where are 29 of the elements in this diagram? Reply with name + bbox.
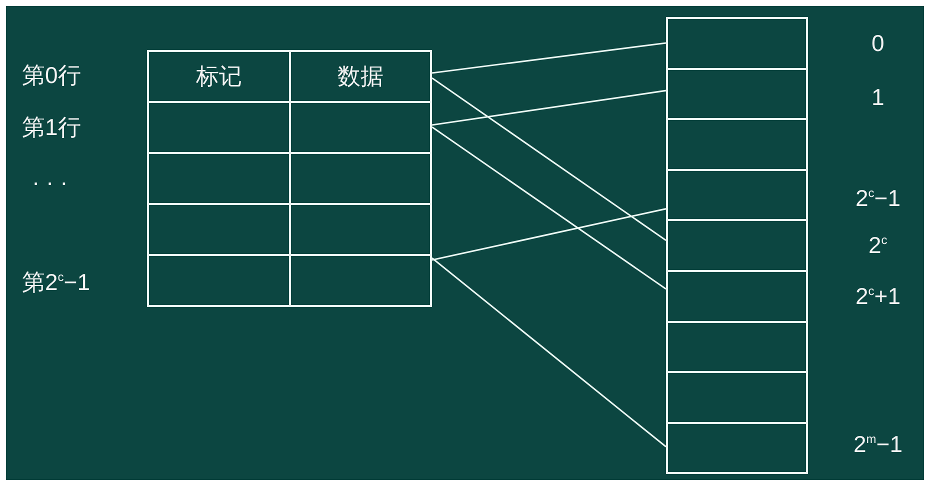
memory-block: [666, 320, 808, 374]
memory-block: [666, 68, 808, 120]
memory-block: [666, 118, 808, 171]
memory-block: [666, 168, 808, 222]
address-label: 0: [872, 30, 884, 56]
mapping-line: [432, 90, 666, 126]
address-label: 2$^{c}$: [868, 232, 888, 258]
address-label: 2$^{m}$−1: [854, 430, 903, 458]
table-cell: 标记: [147, 50, 291, 103]
address-label: 2$^{c}$−1: [856, 184, 901, 212]
memory-block: [666, 422, 808, 474]
memory-block: [666, 219, 808, 272]
row-label: 第1行: [22, 112, 81, 142]
mapping-line: [432, 257, 666, 448]
table-cell: 数据: [289, 50, 432, 103]
mapping-line: [432, 77, 666, 242]
memory-block: [666, 270, 808, 323]
mapping-line: [432, 208, 666, 261]
mapping-line: [432, 42, 666, 74]
table-cell: [289, 254, 432, 307]
ellipsis-label: · · ·: [32, 168, 68, 196]
memory-block: [666, 371, 808, 424]
row-label: 第2$^{c}$−1: [22, 268, 90, 296]
row-label: 第0行: [22, 60, 81, 90]
mapping-line: [432, 126, 666, 290]
memory-block: [666, 17, 808, 70]
table-cell: [147, 254, 291, 307]
address-label: 1: [872, 84, 884, 110]
address-label: 2$^{c}$+1: [856, 282, 901, 310]
